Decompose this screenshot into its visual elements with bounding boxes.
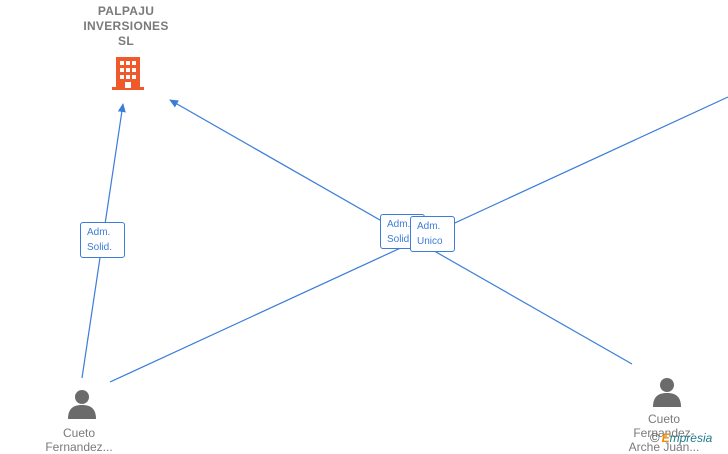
brand-initial: E [661, 431, 670, 445]
person-icon[interactable] [66, 388, 98, 420]
brand-name: mpresia [669, 431, 713, 445]
brand-watermark: ©Empresia [650, 430, 712, 445]
company-name[interactable]: PALPAJU INVERSIONES SL [83, 4, 169, 48]
role-label-center-front: Adm. Unico [410, 216, 455, 252]
building-icon[interactable] [111, 55, 145, 91]
role-label-left: Adm. Solid. [80, 222, 125, 258]
person-icon[interactable] [651, 376, 683, 408]
copyright-symbol: © [650, 430, 660, 445]
person-label-right[interactable]: Cueto Fernandez- Arche Juan... [628, 412, 700, 454]
